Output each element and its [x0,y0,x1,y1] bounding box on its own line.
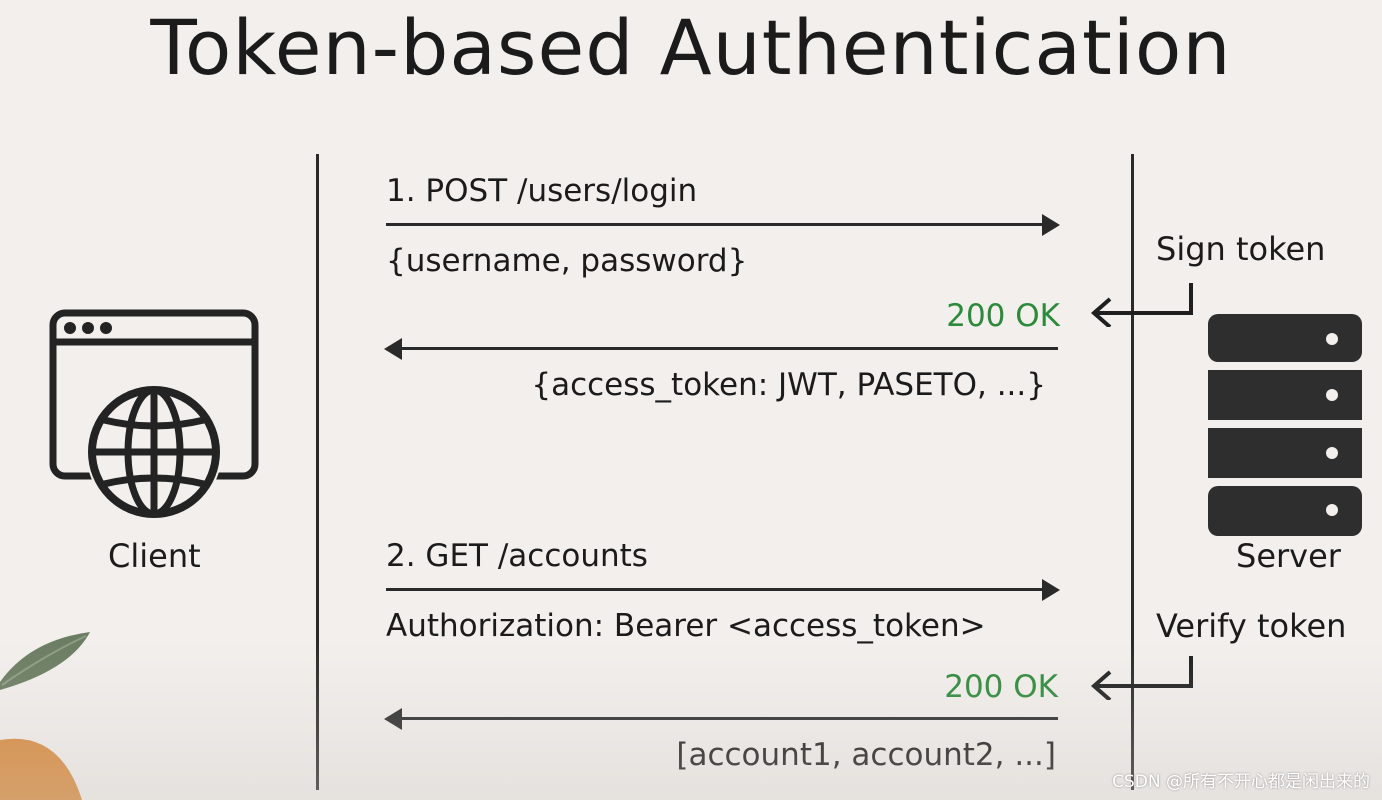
verify-token-arrow [1090,656,1193,700]
watermark: CSDN @所有不开心都是闲出来的 [1112,772,1370,792]
leaf-icon [0,632,90,800]
accounts-status: 200 OK [944,669,1058,705]
client-lifeline [316,154,319,790]
browser-globe-icon [49,309,259,520]
sign-token-arrow [1090,283,1193,327]
server-icon [1208,314,1362,536]
page-title: Token-based Authentication [150,3,1232,92]
accounts-request-label: 2. GET /accounts [386,538,648,574]
accounts-request-header: Authorization: Bearer <access_token> [386,608,986,644]
server-lifeline [1131,154,1134,790]
login-response-body: {access_token: JWT, PASETO, ...} [531,367,1046,403]
login-response-arrow [400,347,1058,350]
accounts-response-arrowhead [384,708,402,730]
login-status: 200 OK [946,298,1060,334]
login-request-arrow [386,223,1044,226]
accounts-response-body: [account1, account2, ...] [676,737,1056,773]
verify-token-label: Verify token [1156,607,1347,645]
login-response-arrowhead [384,338,402,360]
accounts-request-arrow [386,588,1044,591]
server-label: Server [1236,537,1341,575]
login-request-label: 1. POST /users/login [386,173,698,209]
login-request-body: {username, password} [386,243,748,279]
login-request-arrowhead [1042,214,1060,236]
accounts-response-arrow [400,717,1058,720]
client-icon [48,308,260,523]
server-rack-icon [1208,314,1362,536]
client-label: Client [108,537,201,575]
sign-token-label: Sign token [1156,230,1326,268]
accounts-request-arrowhead [1042,579,1060,601]
